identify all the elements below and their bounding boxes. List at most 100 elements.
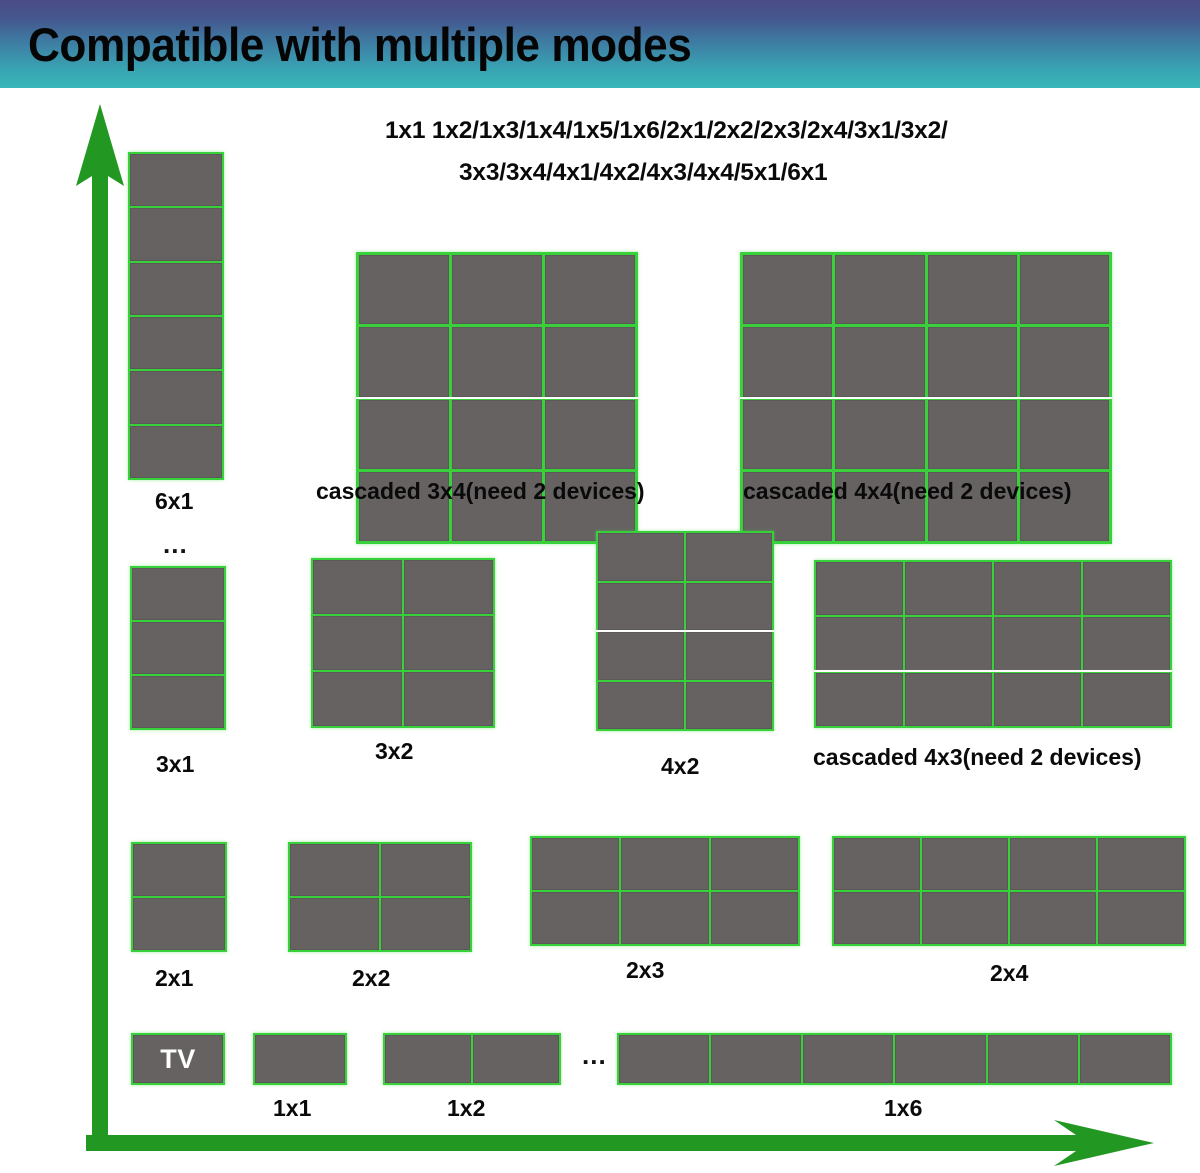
display-tile[interactable] (532, 892, 620, 944)
display-tile[interactable] (545, 255, 635, 325)
display-tile[interactable] (927, 327, 1017, 397)
display-tile[interactable] (994, 617, 1081, 671)
display-tile[interactable] (927, 255, 1017, 325)
display-tile[interactable] (710, 892, 798, 944)
display-tile[interactable] (1010, 892, 1096, 944)
tv-tile-label[interactable]: TV (133, 1035, 223, 1083)
display-tile[interactable] (452, 399, 542, 469)
layout-grid-3x1[interactable] (130, 566, 226, 730)
layout-grid-6x1[interactable] (128, 152, 224, 480)
layout-grid-2x3[interactable] (530, 836, 800, 946)
display-tile[interactable] (686, 533, 772, 581)
display-tile[interactable] (1019, 471, 1109, 541)
display-tile[interactable] (532, 838, 620, 890)
display-tile[interactable] (404, 560, 493, 614)
display-tile[interactable] (686, 582, 772, 630)
layout-grid-4x2[interactable] (596, 531, 774, 731)
display-tile[interactable] (598, 632, 684, 680)
layout-grid-2x2[interactable] (288, 842, 472, 952)
display-tile[interactable] (130, 316, 222, 370)
display-tile[interactable] (621, 838, 709, 890)
display-tile[interactable] (834, 892, 920, 944)
display-tile[interactable] (905, 562, 992, 616)
display-tile[interactable] (133, 844, 225, 896)
display-tile[interactable] (927, 399, 1017, 469)
display-tile[interactable] (927, 471, 1017, 541)
display-tile[interactable] (619, 1035, 710, 1083)
display-tile[interactable] (598, 582, 684, 630)
display-tile[interactable] (743, 255, 833, 325)
display-tile[interactable] (1019, 255, 1109, 325)
display-tile[interactable] (452, 255, 542, 325)
display-tile[interactable] (132, 676, 224, 728)
layout-grid-cascaded-4x4[interactable] (740, 252, 1112, 544)
display-tile[interactable] (359, 327, 449, 397)
display-tile[interactable] (545, 327, 635, 397)
display-tile[interactable] (994, 672, 1081, 726)
display-tile[interactable] (130, 371, 222, 424)
display-tile[interactable] (313, 616, 402, 670)
display-tile[interactable] (290, 898, 379, 950)
display-tile[interactable] (130, 425, 222, 478)
display-tile[interactable] (545, 471, 635, 541)
layout-grid-1x1[interactable] (253, 1033, 347, 1085)
display-tile[interactable] (359, 255, 449, 325)
display-tile[interactable] (313, 560, 402, 614)
display-tile[interactable] (1083, 672, 1170, 726)
display-tile[interactable] (994, 562, 1081, 616)
layout-grid-1x6[interactable] (617, 1033, 1172, 1085)
display-tile[interactable] (313, 672, 402, 726)
display-tile[interactable] (710, 838, 798, 890)
display-tile[interactable] (905, 672, 992, 726)
display-tile[interactable] (404, 616, 493, 670)
layout-grid-3x2[interactable] (311, 558, 495, 728)
display-tile[interactable] (452, 471, 542, 541)
display-tile[interactable] (743, 399, 833, 469)
display-tile[interactable] (130, 208, 222, 261)
display-tile[interactable] (987, 1035, 1078, 1083)
display-tile[interactable] (404, 672, 493, 726)
display-tile[interactable] (743, 471, 833, 541)
display-tile[interactable] (1083, 617, 1170, 671)
display-tile[interactable] (359, 399, 449, 469)
display-tile[interactable] (835, 471, 925, 541)
display-tile[interactable] (895, 1035, 986, 1083)
display-tile[interactable] (1019, 399, 1109, 469)
layout-grid-2x4[interactable] (832, 836, 1186, 946)
display-tile[interactable] (816, 617, 903, 671)
display-tile[interactable] (835, 399, 925, 469)
layout-grid-cascaded-4x3[interactable] (814, 560, 1172, 728)
display-tile[interactable] (598, 533, 684, 581)
display-tile[interactable] (132, 568, 224, 620)
display-tile[interactable] (835, 327, 925, 397)
display-tile[interactable] (905, 617, 992, 671)
display-tile[interactable] (473, 1035, 559, 1083)
display-tile[interactable] (452, 327, 542, 397)
display-tile[interactable] (385, 1035, 471, 1083)
display-tile[interactable] (834, 838, 920, 890)
display-tile[interactable] (711, 1035, 802, 1083)
layout-grid-1x2[interactable] (383, 1033, 561, 1085)
display-tile[interactable] (922, 892, 1008, 944)
display-tile[interactable] (130, 262, 222, 315)
layout-grid-tv[interactable]: TV (131, 1033, 225, 1085)
display-tile[interactable] (130, 154, 222, 207)
display-tile[interactable] (621, 892, 709, 944)
display-tile[interactable] (686, 681, 772, 729)
display-tile[interactable] (1098, 892, 1184, 944)
display-tile[interactable] (686, 632, 772, 680)
display-tile[interactable] (381, 898, 470, 950)
display-tile[interactable] (381, 844, 470, 896)
display-tile[interactable] (816, 562, 903, 616)
display-tile[interactable] (359, 471, 449, 541)
display-tile[interactable] (1010, 838, 1096, 890)
layout-grid-cascaded-3x4[interactable] (356, 252, 638, 544)
display-tile[interactable] (1098, 838, 1184, 890)
display-tile[interactable] (816, 672, 903, 726)
layout-grid-2x1[interactable] (131, 842, 227, 952)
display-tile[interactable] (290, 844, 379, 896)
display-tile[interactable] (803, 1035, 894, 1083)
display-tile[interactable] (545, 399, 635, 469)
display-tile[interactable] (255, 1035, 345, 1083)
display-tile[interactable] (133, 898, 225, 950)
